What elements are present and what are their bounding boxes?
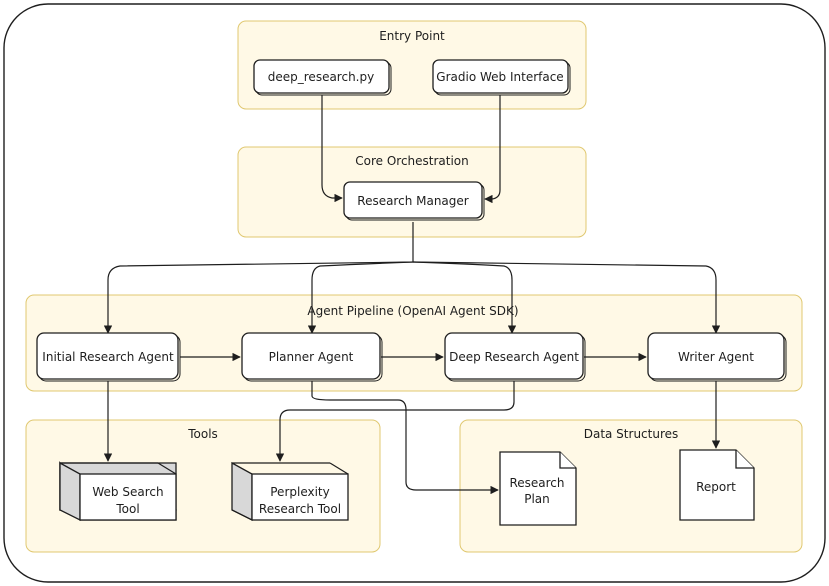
node-gradio-web-interface[interactable]: Gradio Web Interface xyxy=(432,59,571,96)
node-planner-agent-label: Planner Agent xyxy=(269,350,354,364)
edge-manager-to-planner xyxy=(307,261,414,334)
group-agent-pipeline: Agent Pipeline (OpenAI Agent SDK) xyxy=(25,294,803,392)
node-writer-agent[interactable]: Writer Agent xyxy=(647,332,787,382)
group-entry-point-label: Entry Point xyxy=(379,29,445,43)
edge-manager-to-deep xyxy=(412,261,517,334)
node-web-search-tool-label-2: Tool xyxy=(115,502,139,516)
node-report-label: Report xyxy=(696,480,736,494)
node-deep-research-py[interactable]: deep_research.py xyxy=(253,59,392,96)
node-research-plan-label-1: Research xyxy=(509,476,564,490)
node-initial-research-agent-label: Initial Research Agent xyxy=(42,350,174,364)
group-core-orchestration-label: Core Orchestration xyxy=(355,154,469,168)
node-research-manager-label: Research Manager xyxy=(357,194,469,208)
edge-manager-to-writer xyxy=(412,261,721,334)
group-tools-label: Tools xyxy=(187,427,218,441)
group-agent-pipeline-label: Agent Pipeline (OpenAI Agent SDK) xyxy=(307,304,518,318)
node-deep-research-agent[interactable]: Deep Research Agent xyxy=(444,332,586,382)
group-data-structures-label: Data Structures xyxy=(584,427,679,441)
node-research-manager[interactable]: Research Manager xyxy=(343,181,485,221)
edge-manager-to-initial xyxy=(103,222,414,334)
node-initial-research-agent[interactable]: Initial Research Agent xyxy=(36,332,181,382)
node-deep-research-agent-label: Deep Research Agent xyxy=(449,350,579,364)
edge-deep-to-perplexity xyxy=(275,381,515,462)
node-perplexity-research-tool-label-2: Research Tool xyxy=(259,502,341,516)
node-web-search-tool-label-1: Web Search xyxy=(92,485,163,499)
edge-deep-research-py-to-manager xyxy=(321,95,343,203)
node-planner-agent[interactable]: Planner Agent xyxy=(241,332,383,382)
node-perplexity-research-tool[interactable]: Perplexity Research Tool xyxy=(231,461,349,522)
edge-gradio-to-manager xyxy=(484,95,501,204)
edge-planner-to-research-plan xyxy=(311,381,499,495)
node-web-search-tool[interactable]: Web Search Tool xyxy=(59,461,177,522)
node-research-plan[interactable]: Research Plan xyxy=(499,451,577,526)
node-report[interactable]: Report xyxy=(679,449,755,521)
node-writer-agent-label: Writer Agent xyxy=(678,350,754,364)
node-gradio-web-interface-label: Gradio Web Interface xyxy=(436,70,563,84)
node-research-plan-label-2: Plan xyxy=(524,492,550,506)
node-deep-research-py-label: deep_research.py xyxy=(268,70,374,84)
node-perplexity-research-tool-label-1: Perplexity xyxy=(270,485,330,499)
